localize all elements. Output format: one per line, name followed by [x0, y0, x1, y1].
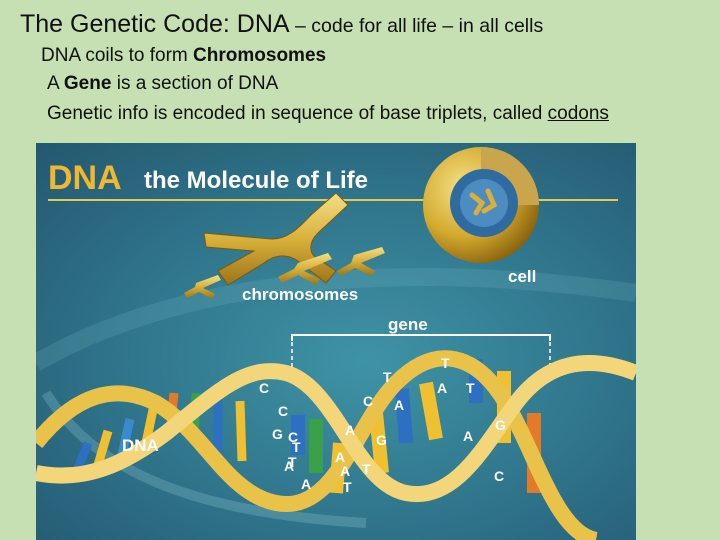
slide-title-subtitle: – code for all life – in all cells [289, 15, 544, 37]
bullet-text: DNA coils to form [41, 45, 194, 66]
dna-strand-b [36, 355, 636, 503]
bullet-text: is a section of DNA [111, 73, 279, 94]
bullet-codons: Genetic info is encoded in sequence of b… [47, 101, 609, 127]
base-letter: C [288, 429, 298, 445]
dna-helix [36, 350, 636, 540]
slide-title: The Genetic Code: DNA – code for all lif… [20, 8, 543, 42]
base-letter: G [272, 426, 283, 442]
term-chromosomes: Chromosomes [193, 45, 327, 66]
base-letter: T [343, 479, 352, 495]
chromosome-small [184, 247, 385, 299]
base-letter: C [494, 468, 504, 484]
dna-strand-a [36, 350, 599, 540]
base-letter: T [466, 380, 475, 396]
dna-figure-svg: DNA the Molecule of Life cell chromosome… [36, 143, 636, 540]
base-letter: G [376, 432, 387, 448]
base-letter: A [437, 380, 447, 396]
base-letter: A [335, 449, 345, 465]
base-letter: A [301, 476, 311, 492]
label-cell: cell [508, 267, 536, 286]
bullet-chromosomes: DNA coils to form Chromosomes [41, 43, 326, 69]
base-letter: T [292, 439, 301, 455]
term-gene: Gene [63, 73, 112, 94]
label-chromosomes: chromosomes [242, 285, 358, 304]
base-letter: C [259, 380, 269, 396]
bullet-text: Genetic info is encoded in sequence of b… [47, 103, 548, 124]
base-letter: C [278, 403, 288, 419]
base-letter: A [394, 397, 404, 413]
bullet-text: A [47, 73, 64, 94]
dna-illustration: DNA the Molecule of Life cell chromosome… [36, 143, 636, 540]
base-letter: T [362, 461, 371, 477]
base-letter: T [441, 355, 450, 371]
base-letter: A [340, 463, 350, 479]
label-gene: gene [388, 315, 428, 334]
base-letter: A [345, 422, 355, 438]
base-letter: A [284, 458, 294, 474]
base-letter: A [463, 428, 473, 444]
slide-title-main: The Genetic Code: DNA [20, 10, 290, 38]
figure-heading-rest: the Molecule of Life [144, 167, 368, 194]
base-letter: C [363, 393, 373, 409]
base-letter: G [495, 417, 506, 433]
label-dna: DNA [122, 436, 159, 455]
bullet-gene: A Gene is a section of DNA [47, 71, 278, 97]
base-letter: T [288, 454, 297, 470]
term-codons: codons [547, 103, 609, 124]
base-letter: T [383, 369, 392, 385]
cell-illustration [423, 147, 539, 263]
figure-heading-dna: DNA [48, 159, 122, 197]
